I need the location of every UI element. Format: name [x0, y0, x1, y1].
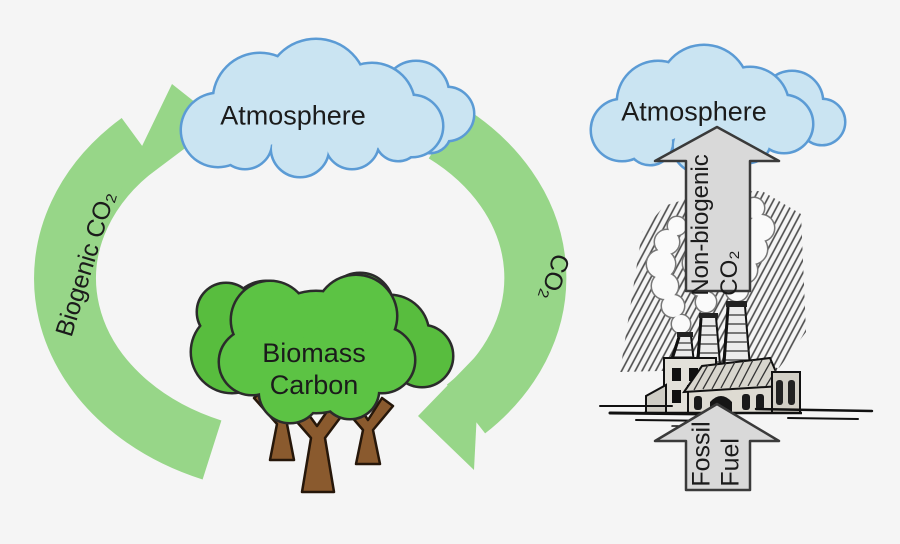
cloud-main	[179, 37, 445, 179]
biomass-line1: Biomass	[262, 338, 366, 369]
biomass-line2: Carbon	[269, 370, 359, 400]
non-biogenic-line2: CO₂	[716, 250, 743, 296]
biomass-trees-icon	[189, 271, 455, 494]
non-biogenic-co2-label: Non-biogenic CO₂	[687, 154, 745, 295]
fossil-fuel-arrow-icon	[653, 402, 781, 492]
fossil-fuel-label: Fossil Fuel	[687, 421, 745, 486]
non-biogenic-co2-arrow-icon	[653, 125, 781, 293]
atmosphere-cloud-right	[589, 43, 847, 175]
biomass-carbon-label: Biomass Carbon	[262, 338, 366, 402]
tree-canopy-center	[217, 273, 417, 425]
fossil-line1: Fossil	[687, 421, 716, 487]
factory-buildings	[644, 356, 802, 415]
atmosphere-cloud-left	[179, 37, 476, 179]
fossil-line2: Fuel	[716, 438, 744, 487]
atmosphere-label-right: Atmosphere	[621, 96, 767, 127]
chimney-caps	[677, 301, 747, 337]
factory-icon	[599, 191, 874, 427]
cloud-main	[589, 43, 815, 175]
co2-cycle-arrow-down-icon	[418, 105, 567, 470]
atmosphere-label-left: Atmosphere	[220, 100, 366, 131]
non-biogenic-line1: Non-biogenic	[687, 154, 715, 296]
